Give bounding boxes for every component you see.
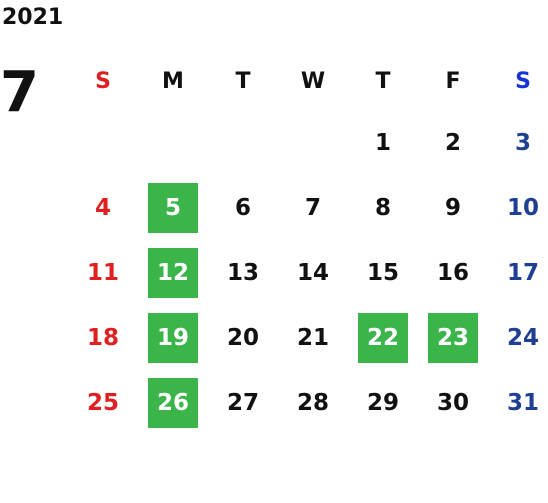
day-number [288, 118, 338, 168]
day-number: 31 [506, 389, 539, 416]
day-cell: 9 [418, 170, 488, 235]
weekday-header-wed: W [300, 68, 326, 94]
day-number: 20 [226, 324, 259, 351]
year-label: 2021 [2, 5, 64, 30]
month-number: 7 [0, 60, 39, 125]
weekday-header-sat: S [515, 68, 531, 94]
day-number: 1 [374, 129, 391, 156]
day-number: 11 [86, 259, 119, 286]
day-number: 2 [444, 129, 461, 156]
day-cell: 1 [348, 105, 418, 170]
day-number [218, 118, 268, 168]
weekday-header-fri: F [445, 68, 461, 94]
empty-day-cell [138, 105, 208, 170]
day-number: 19 [148, 312, 198, 363]
day-cell: 11 [68, 235, 138, 300]
day-cell: 13 [208, 235, 278, 300]
day-number: 26 [148, 377, 198, 428]
day-number: 17 [506, 259, 539, 286]
day-cell: 10 [488, 170, 548, 235]
day-number: 21 [296, 324, 329, 351]
day-number: 3 [514, 129, 531, 156]
day-number: 4 [94, 194, 111, 221]
day-cell: 29 [348, 365, 418, 430]
day-number: 7 [304, 194, 321, 221]
day-cell: 31 [488, 365, 548, 430]
day-number [78, 118, 128, 168]
day-number: 14 [296, 259, 329, 286]
weekday-header-sun: S [95, 68, 111, 94]
day-cell: 24 [488, 300, 548, 365]
day-number: 29 [366, 389, 399, 416]
day-cell: 22 [348, 300, 418, 365]
day-cell: 4 [68, 170, 138, 235]
day-cell: 26 [138, 365, 208, 430]
empty-day-cell [208, 105, 278, 170]
day-number: 23 [428, 312, 478, 363]
day-number: 15 [366, 259, 399, 286]
day-cell: 28 [278, 365, 348, 430]
day-cell: 15 [348, 235, 418, 300]
day-cell: 18 [68, 300, 138, 365]
day-number: 6 [234, 194, 251, 221]
day-cell: 5 [138, 170, 208, 235]
day-cell: 6 [208, 170, 278, 235]
day-cell: 2 [418, 105, 488, 170]
day-cell: 21 [278, 300, 348, 365]
day-number: 10 [506, 194, 539, 221]
day-number: 18 [86, 324, 119, 351]
day-number: 25 [86, 389, 119, 416]
day-number: 16 [436, 259, 469, 286]
weekday-header-mon: M [162, 68, 184, 94]
day-number: 5 [148, 182, 198, 233]
day-cell: 27 [208, 365, 278, 430]
day-cell: 7 [278, 170, 348, 235]
day-number: 28 [296, 389, 329, 416]
day-number [148, 118, 198, 168]
day-cell: 23 [418, 300, 488, 365]
day-number: 8 [374, 194, 391, 221]
day-number: 12 [148, 247, 198, 298]
day-cell: 16 [418, 235, 488, 300]
day-number: 27 [226, 389, 259, 416]
day-cell: 3 [488, 105, 548, 170]
day-cell: 30 [418, 365, 488, 430]
day-number: 24 [506, 324, 539, 351]
day-cell: 17 [488, 235, 548, 300]
day-cell: 8 [348, 170, 418, 235]
day-cell: 12 [138, 235, 208, 300]
day-number: 22 [358, 312, 408, 363]
day-number: 13 [226, 259, 259, 286]
day-cell: 20 [208, 300, 278, 365]
empty-day-cell [68, 105, 138, 170]
day-cell: 25 [68, 365, 138, 430]
day-number: 30 [436, 389, 469, 416]
weekday-header-tue: T [235, 68, 251, 94]
day-number: 9 [444, 194, 461, 221]
day-cell: 19 [138, 300, 208, 365]
empty-day-cell [278, 105, 348, 170]
day-cell: 14 [278, 235, 348, 300]
weekday-header-thu: T [375, 68, 391, 94]
